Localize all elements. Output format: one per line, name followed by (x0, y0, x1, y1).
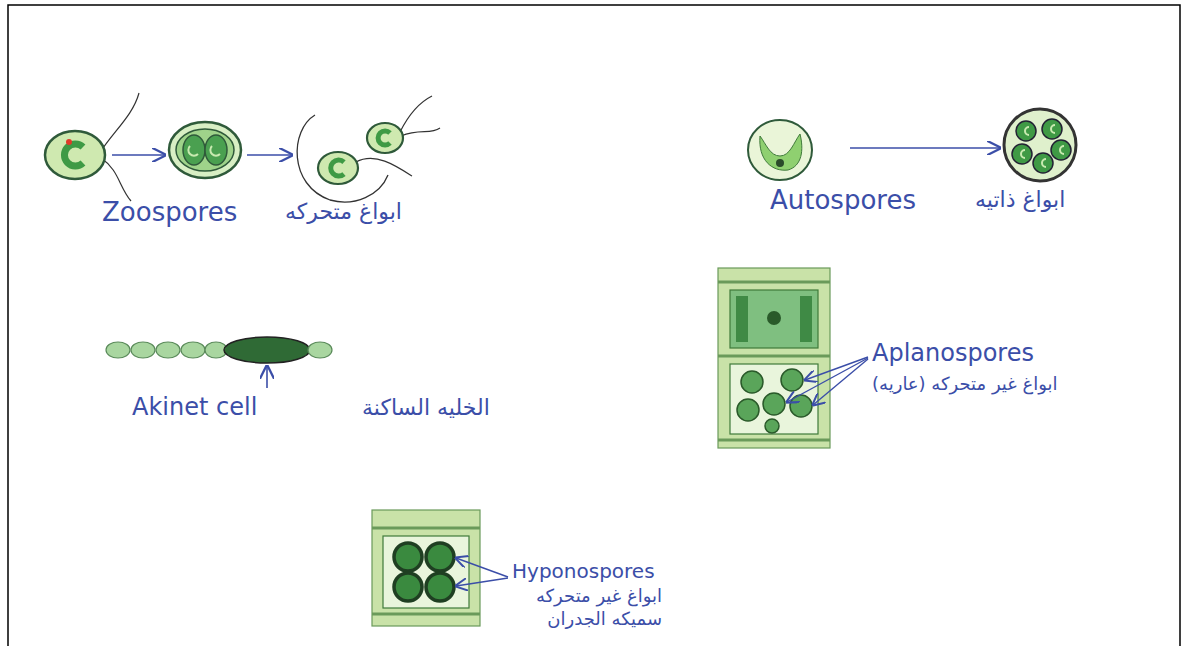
hypnospore (426, 573, 454, 601)
nucleus (776, 159, 784, 167)
spore-label: Zoospores (102, 196, 237, 230)
cross-wall (718, 281, 830, 284)
cell-wall (169, 122, 241, 178)
spore-label: Aplanospores (872, 338, 1034, 369)
chloroplast (64, 144, 83, 166)
chloroplast (760, 134, 802, 170)
vegetative-cell (131, 342, 155, 358)
leader-line (456, 558, 508, 577)
arabic-label: ابواغ غير متحركه سميكه الجدران (512, 584, 662, 631)
frame (8, 5, 1180, 646)
eyespot (66, 139, 72, 145)
flagellum (400, 96, 432, 132)
flagellum (401, 128, 440, 136)
arabic-label: ابواغ متحركه (285, 198, 402, 227)
chloroplast (800, 296, 812, 342)
cross-wall (372, 527, 480, 530)
zoospore-cell (318, 152, 358, 184)
akinete (224, 337, 310, 363)
chloroplast (736, 296, 748, 342)
cell-wall (318, 152, 358, 184)
chloroplast (1021, 125, 1064, 167)
spore-label: Hyponospores (512, 558, 655, 584)
leader-line (805, 357, 868, 380)
cell-wall (367, 123, 403, 153)
cross-wall (718, 439, 830, 442)
aplanospore (781, 369, 803, 391)
pointer-arrow (266, 366, 268, 388)
spore-label: Autospores (770, 184, 916, 218)
filament (372, 510, 480, 626)
zoosporangium (169, 122, 241, 178)
chloroplast (378, 131, 390, 145)
autosporangium (1004, 109, 1076, 181)
leader-line (787, 358, 868, 402)
spore-label: Akinet cell (132, 392, 257, 423)
leader-line (456, 578, 508, 586)
arabic-label: الخليه الساكنة (362, 394, 490, 423)
vegetative-cell (181, 342, 205, 358)
zoospore-cell (45, 93, 139, 201)
parent-cell (748, 120, 812, 180)
aplanospore (765, 419, 779, 433)
flagellum (101, 93, 139, 151)
cross-wall (718, 355, 830, 358)
flagellum (356, 158, 412, 176)
arabic-label: ابواغ ذاتيه (975, 186, 1065, 215)
chloroplast (331, 160, 344, 176)
nucleus (767, 311, 781, 325)
protoplast (176, 129, 234, 171)
cell-wall (748, 120, 812, 180)
flagellum (101, 158, 131, 201)
aplanospore (763, 393, 785, 415)
vegetative-cell (106, 342, 130, 358)
filament (718, 268, 830, 448)
aplanospore (737, 399, 759, 421)
process-arrow (850, 147, 1000, 149)
cross-wall (372, 613, 480, 616)
hypnospore (426, 543, 454, 571)
hypnospore (394, 543, 422, 571)
chloroplast (188, 146, 198, 156)
daughter-cell (205, 135, 227, 165)
hypnospore (394, 573, 422, 601)
arabic-label: ابواغ غير متحركه (عاريه) (872, 372, 1057, 395)
chloroplast (210, 146, 220, 156)
process-arrow (247, 154, 292, 156)
daughter-cell (183, 135, 205, 165)
sporangium (383, 536, 469, 608)
cell-wall (1004, 109, 1076, 181)
process-arrow (112, 154, 165, 156)
aplanospore (741, 371, 763, 393)
cell-wall (45, 131, 105, 179)
sporangium (730, 364, 818, 434)
leader-line (813, 359, 868, 405)
zoospore-cell (367, 123, 403, 153)
vegetative-cell (308, 342, 332, 358)
protoplast (730, 290, 818, 348)
vegetative-cell (156, 342, 180, 358)
